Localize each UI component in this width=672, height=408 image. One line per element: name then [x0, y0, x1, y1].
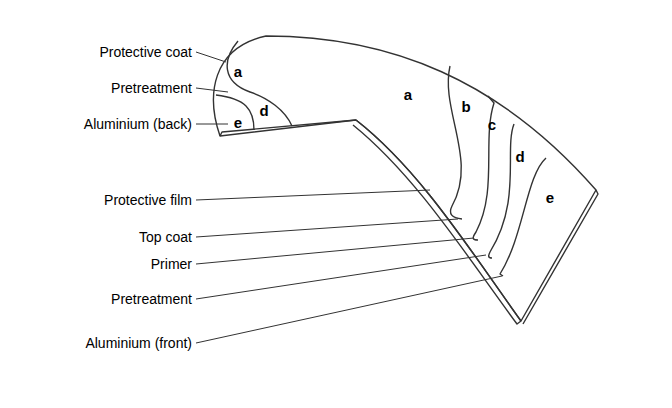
leader-line [196, 52, 226, 62]
layer-name: Primer [151, 256, 192, 272]
layer-letter: e [234, 115, 242, 131]
layer-name: Pretreatment [111, 291, 192, 307]
layer-letter: d [515, 149, 524, 165]
leader-line [196, 255, 486, 299]
leader-line [196, 238, 474, 264]
layer-letter: a [404, 87, 412, 103]
layer-boundary [489, 124, 514, 258]
layer-letter: b [461, 99, 470, 115]
sheet-edge [523, 190, 598, 324]
layer-name: Protective coat [99, 44, 192, 60]
layer-name: Protective film [104, 192, 192, 208]
layer-name: Aluminium (back) [84, 116, 192, 132]
layer-boundary [216, 95, 254, 130]
layer-boundary [227, 41, 292, 126]
leader-line [196, 190, 430, 200]
layer-letter: c [488, 117, 496, 133]
layer-letter: e [546, 190, 554, 206]
leader-line [196, 88, 228, 92]
layer-boundary [448, 66, 462, 219]
layer-name: Top coat [139, 229, 192, 245]
layer-name: Pretreatment [111, 80, 192, 96]
layer-letter: a [234, 64, 242, 80]
layer-boundary [500, 158, 546, 276]
leader-line [196, 124, 228, 125]
layer-letter: d [259, 103, 268, 119]
layer-name: Aluminium (front) [85, 335, 192, 351]
leader-line [196, 219, 458, 237]
sheet-outline [214, 36, 596, 321]
leader-line [196, 276, 502, 343]
